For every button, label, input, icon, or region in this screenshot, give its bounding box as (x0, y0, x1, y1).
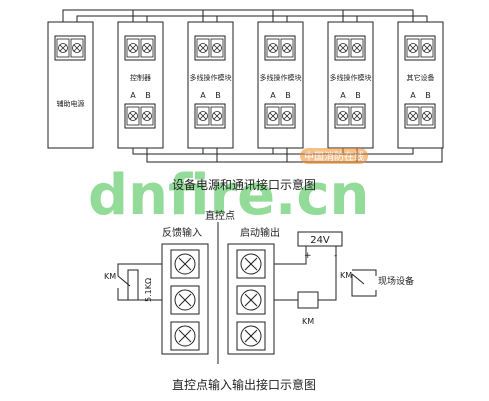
module-label: 多线操作模块 (190, 73, 232, 82)
km-label-right: KM (340, 271, 352, 280)
feedback-terminal-block (161, 243, 209, 355)
start-terminal-block (227, 243, 275, 355)
module-label: 其它设备 (407, 73, 435, 82)
power-terminal (264, 35, 296, 61)
comm-terminal (334, 103, 366, 129)
km-coil (297, 291, 319, 309)
top-diagram-title: 设备电源和通讯接口示意图 (172, 177, 316, 192)
start-wire-plus (274, 246, 307, 265)
module-label: 控制器 (130, 73, 151, 82)
feedback-screw-2 (170, 285, 200, 315)
module-1: 辅助电源 (47, 21, 94, 149)
terminal-b-label: B (285, 91, 291, 100)
start-screw-3 (236, 321, 266, 351)
terminal-a-label: A (130, 91, 136, 100)
terminal-a-label: A (340, 91, 346, 100)
power-supply-box (297, 231, 343, 247)
resistor (127, 269, 139, 301)
km-contact-right (351, 273, 365, 285)
km-coil-label: KM (302, 317, 314, 326)
power-terminal (404, 35, 436, 61)
field-device-label: 现场设备 (378, 275, 414, 287)
feedback-wire-mid (117, 288, 162, 301)
power-supply-voltage: 24V (310, 235, 330, 246)
watermark-badge-text: 中国消防在线 (304, 150, 364, 163)
terminal-a-label: A (270, 91, 276, 100)
terminal-a-label: A (200, 91, 206, 100)
terminal-a-label: A (410, 91, 416, 100)
start-wire-minus (318, 246, 337, 301)
watermark-badge (300, 148, 368, 164)
module-label: 辅助电源 (57, 99, 85, 108)
power-terminal (54, 35, 86, 61)
terminal-b-label: B (425, 91, 431, 100)
feedback-wire-top (117, 263, 162, 276)
power-terminal (194, 35, 226, 61)
comm-terminal (124, 103, 156, 129)
terminal-b-label: B (215, 91, 221, 100)
device-wire-top (352, 269, 377, 276)
comm-terminal (404, 103, 436, 129)
direct-control-header: 直控点 (205, 209, 235, 222)
start-screw-1 (236, 249, 266, 279)
resistor-label: 5.1KΩ (144, 278, 153, 302)
start-screws (236, 249, 266, 351)
power-terminal (334, 35, 366, 61)
feedback-screws (170, 249, 200, 351)
start-screw-2 (236, 285, 266, 315)
power-terminal (124, 35, 156, 61)
watermark: dnfire.cn 中国消防在线 (88, 148, 369, 228)
device-wire (351, 274, 377, 297)
module-label: 多线操作模块 (260, 73, 302, 82)
start-output-label: 启动输出 (240, 226, 280, 239)
km-label-left: KM (104, 272, 116, 281)
direct-control-diagram: 直控点 反馈输入 启动输出 KM 5.1KΩ 24V + - KM KM 现场设… (104, 209, 414, 392)
feedback-input-label: 反馈输入 (162, 226, 202, 239)
comm-terminal (264, 103, 296, 129)
feedback-screw-1 (170, 249, 200, 279)
terminal-b-label: B (355, 91, 361, 100)
module-label: 多线操作模块 (330, 73, 372, 82)
terminal-b-label: B (145, 91, 151, 100)
bottom-diagram-title: 直控点输入输出接口示意图 (172, 377, 316, 392)
power-plus: + (304, 251, 312, 261)
feedback-screw-3 (170, 321, 200, 351)
comm-terminal (194, 103, 226, 129)
watermark-text: dnfire.cn (88, 163, 369, 228)
